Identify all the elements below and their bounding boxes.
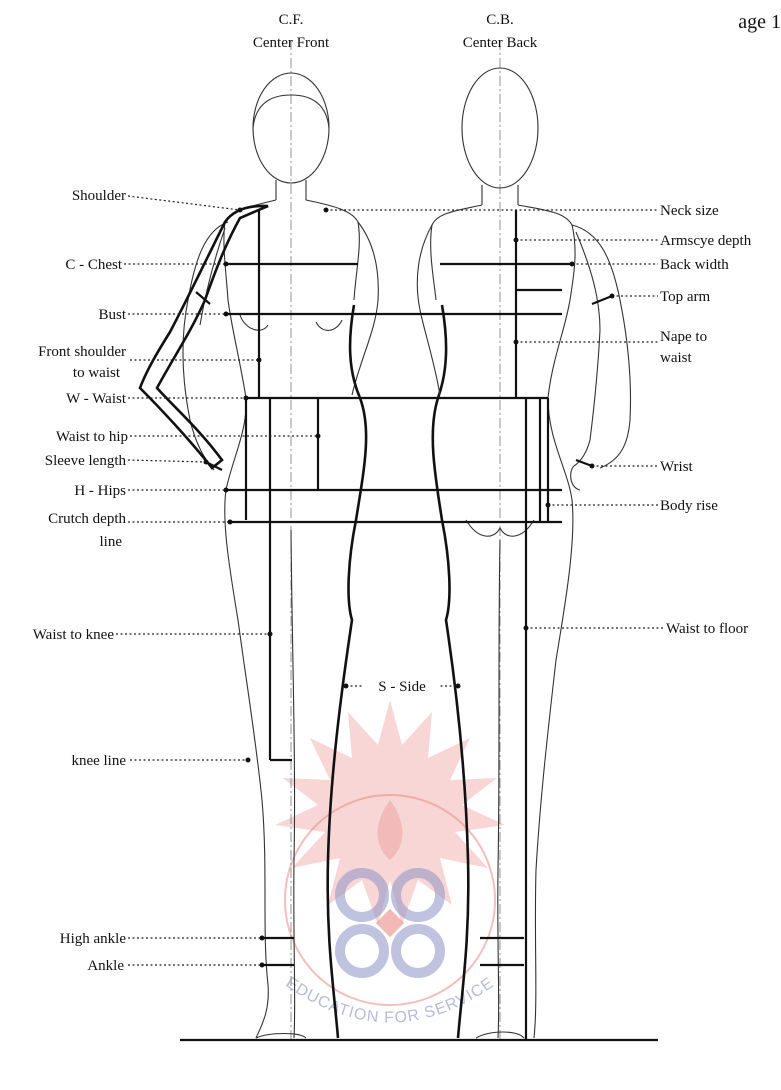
- label-bust: Bust: [98, 307, 126, 323]
- page-number-fragment: age 1: [738, 11, 781, 33]
- label-body-rise: Body rise: [660, 498, 718, 514]
- label-armscye-depth: Armscye depth: [660, 233, 752, 249]
- side-seam-back: [433, 305, 469, 1038]
- label-sleeve-length: Sleeve length: [45, 453, 127, 469]
- cf-full: Center Front: [253, 35, 330, 51]
- label-waist-to-floor: Waist to floor: [666, 621, 748, 637]
- label-hips: H - Hips: [74, 483, 126, 499]
- label-nape-to: Nape to: [660, 329, 707, 345]
- label-ankle: Ankle: [87, 958, 124, 974]
- label-knee-line: knee line: [71, 753, 126, 769]
- label-waist: W - Waist: [66, 391, 127, 407]
- cb-full: Center Back: [463, 35, 538, 51]
- label-waist-to-hip: Waist to hip: [56, 429, 128, 445]
- label-top-arm: Top arm: [660, 289, 711, 305]
- label-chest: C - Chest: [65, 257, 123, 273]
- label-crutch-line: line: [100, 534, 123, 550]
- label-wrist: Wrist: [660, 459, 694, 475]
- label-side: S - Side: [378, 679, 426, 695]
- label-nape-waist: waist: [660, 350, 692, 366]
- label-waist-to-knee: Waist to knee: [33, 627, 115, 643]
- watermark-seal: EDUCATION FOR SERVICE: [275, 700, 505, 1027]
- label-front-shoulder: Front shoulder: [38, 344, 126, 360]
- cf-abbr: C.F.: [279, 12, 304, 28]
- top-arm-line: [592, 296, 612, 304]
- label-shoulder: Shoulder: [72, 188, 126, 204]
- cb-abbr: C.B.: [486, 12, 514, 28]
- label-back-width: Back width: [660, 257, 729, 273]
- back-figure: [417, 68, 630, 1038]
- label-high-ankle: High ankle: [60, 931, 127, 947]
- front-figure: [183, 73, 378, 1038]
- label-neck-size: Neck size: [660, 203, 719, 219]
- watermark-text: EDUCATION FOR SERVICE: [283, 974, 498, 1026]
- label-front-shoulder-to-waist: to waist: [73, 365, 121, 381]
- back-hand: [571, 466, 580, 490]
- label-crutch-depth: Crutch depth: [48, 511, 126, 527]
